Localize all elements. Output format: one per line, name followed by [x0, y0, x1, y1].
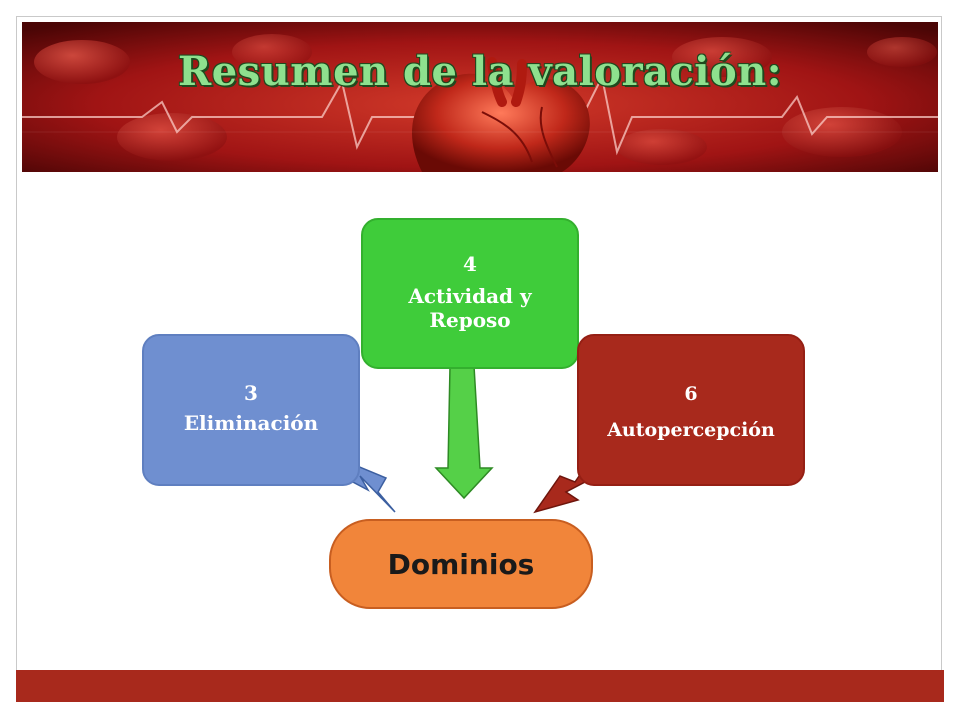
center-node-label: Dominios — [387, 547, 535, 581]
heart-illustration — [22, 22, 938, 172]
footer-bar — [16, 670, 944, 702]
header-banner-image — [22, 22, 938, 172]
arrow-actividad — [434, 365, 494, 500]
center-node-dominios — [329, 519, 593, 609]
node-actividad-reposo — [361, 218, 579, 369]
node-eliminacion — [142, 334, 360, 486]
node-autopercepcion — [577, 334, 805, 486]
slide-title: Resumen de la valoración: — [177, 48, 783, 95]
